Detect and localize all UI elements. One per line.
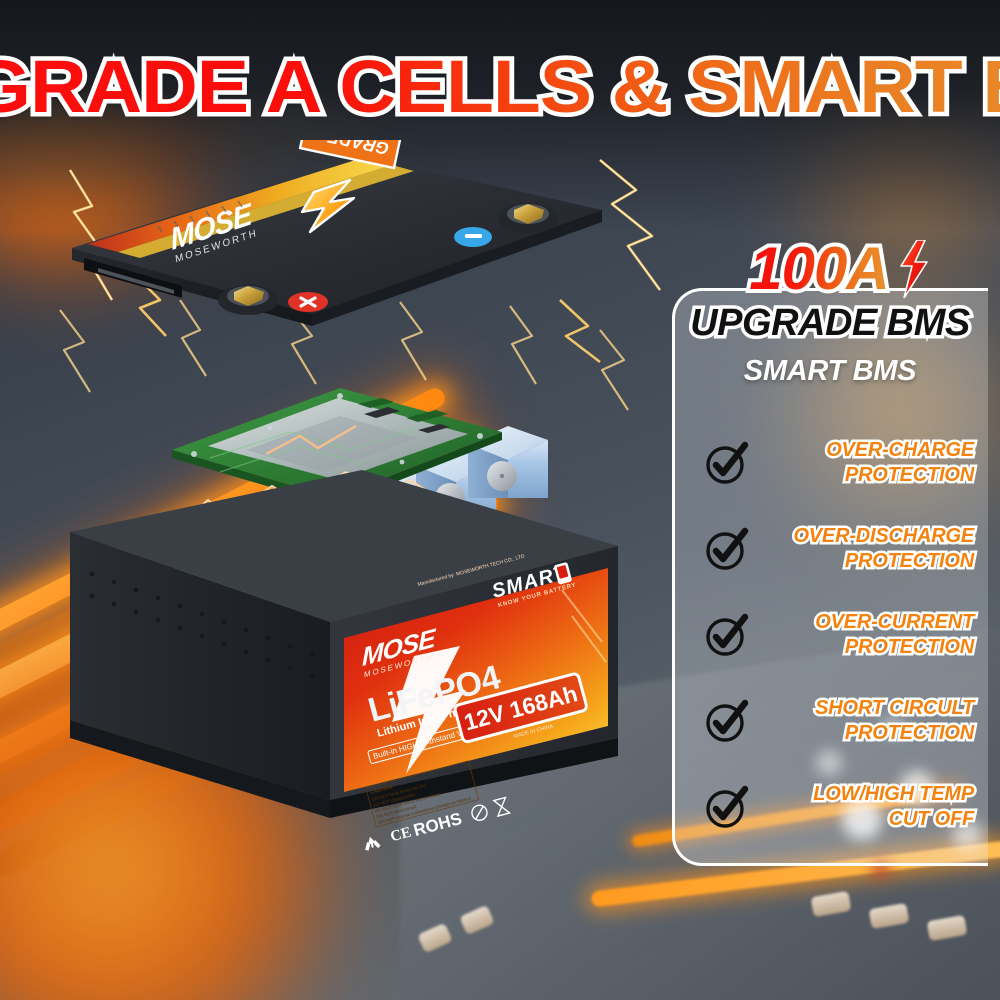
background-bokeh: [882, 716, 904, 738]
upgrade-heading: UPGRADE BMS UPGRADE BMS: [672, 299, 988, 348]
feature-line2: CUT OFF: [888, 808, 974, 830]
feature-list: OVER-CHARGE OVER-CHARGE PROTECTION PROTE…: [672, 420, 988, 850]
feature-line2: PROTECTION: [844, 722, 974, 744]
check-circle-icon: [706, 785, 749, 828]
battery-lid-exploded: MOSE MOSEWORTH GRADE A: [72, 140, 602, 326]
recycle-icon: [365, 836, 381, 851]
feature-line2-outline: PROTECTION: [842, 548, 976, 575]
battery-left-face: [70, 532, 330, 800]
feature-line1: OVER-CHARGE: [826, 439, 974, 461]
feature-line2-outline: PROTECTION: [842, 634, 976, 661]
background-bokeh: [900, 770, 934, 804]
feature-line1: OVER-CURRENT: [815, 611, 974, 633]
page-title: GRADE A CELLS & SMART BMS GRADE A CELLS …: [0, 41, 1000, 133]
panel-subtitle: SMART BMS: [743, 355, 917, 387]
background-bokeh: [842, 800, 882, 840]
feature-line2-outline: CUT OFF: [886, 806, 976, 833]
main-battery: MOSE MOSEWORTH LiFePO4 Lithium Iron Phos…: [70, 470, 618, 851]
label-bolt-icon: [392, 646, 466, 774]
check-circle-icon: [706, 699, 749, 742]
check-circle-icon: [706, 441, 749, 484]
bms-feature-panel: [672, 288, 988, 866]
hourglass-icon: [492, 796, 512, 818]
page-title-outline: GRADE A CELLS & SMART BMS: [0, 41, 1000, 133]
battery-label: [344, 568, 608, 792]
battery-top-rim: [70, 470, 618, 622]
check-circle-icon: [706, 527, 749, 570]
feature-row-over-current: OVER-CURRENT OVER-CURRENT PROTECTION PRO…: [672, 592, 988, 678]
feature-line1-outline: OVER-CHARGE: [824, 437, 977, 464]
feature-line2: PROTECTION: [844, 464, 974, 486]
feature-line1-outline: OVER-DISCHARGE: [791, 523, 977, 550]
check-circle-icon: [706, 613, 749, 656]
battery-vent-dots: [89, 571, 315, 679]
feature-line1-outline: SHORT CIRCULT: [813, 695, 977, 722]
feature-row-temp-cutoff: LOW/HIGH TEMP LOW/HIGH TEMP CUT OFF CUT …: [672, 764, 988, 850]
feature-row-short-circuit: SHORT CIRCULT SHORT CIRCULT PROTECTION P…: [672, 678, 988, 764]
amperage-fill: 100A: [749, 235, 889, 302]
page-title-fill: GRADE A CELLS & SMART BMS: [0, 45, 1000, 128]
feature-line2-outline: PROTECTION: [842, 720, 976, 747]
feature-line1: OVER-DISCHARGE: [793, 525, 974, 547]
feature-line2: PROTECTION: [844, 550, 974, 572]
feature-line2-outline: PROTECTION: [842, 462, 976, 489]
upgrade-outline: UPGRADE BMS: [687, 299, 974, 348]
amperage-outline: 100A: [745, 234, 893, 304]
feature-row-over-discharge: OVER-DISCHARGE OVER-DISCHARGE PROTECTION…: [672, 506, 988, 592]
feature-line1: SHORT CIRCULT: [815, 697, 974, 719]
background-bokeh: [816, 750, 842, 776]
ce-mark: CE: [389, 824, 413, 845]
svg-text:CAUTION: CAUTION: [370, 784, 394, 796]
no-trash-icon: [471, 804, 488, 821]
feature-line1: LOW/HIGH TEMP: [813, 783, 974, 805]
feature-line2: PROTECTION: [844, 636, 974, 658]
amperage-heading: 100A 100A: [690, 234, 990, 304]
lightning-bolt-icon: [899, 240, 928, 298]
upgrade-fill: UPGRADE BMS: [690, 302, 970, 344]
lid-bolt-icon: [300, 178, 356, 234]
feature-line1-outline: OVER-CURRENT: [813, 609, 977, 636]
feature-row-over-charge: OVER-CHARGE OVER-CHARGE PROTECTION PROTE…: [672, 420, 988, 506]
feature-line1-outline: LOW/HIGH TEMP: [811, 781, 977, 808]
